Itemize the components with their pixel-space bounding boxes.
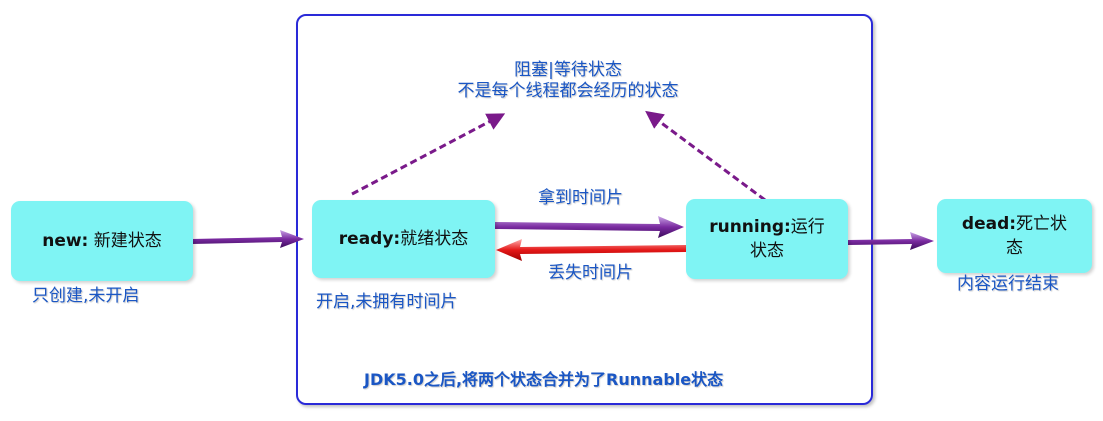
state-running-label-2: 状态 [750,241,784,261]
state-running-label-1: 运行 [790,217,825,237]
state-dead-label-2: 态 [1005,238,1023,258]
state-new-label: 新建状态 [93,231,162,251]
note-dead: 内容运行结束 [957,274,1059,294]
label-lose-slice: 丢失时间片 [548,263,633,283]
arrow-new-to-ready [192,230,304,248]
state-running-box: running:运行 状态 [686,199,848,279]
state-ready-box: ready:就绪状态 [312,200,495,278]
runnable-group-frame [296,14,873,405]
arrow-running-to-blocked [645,110,766,202]
arrow-ready-to-running [495,216,684,238]
state-dead-name: dead: [961,214,1017,234]
note-new: 只创建,未开启 [32,286,140,306]
state-dead-label-1: 死亡状 [1016,214,1068,234]
state-new-box: new: 新建状态 [11,201,193,281]
arrow-running-to-dead [848,232,934,250]
arrow-running-to-ready [496,239,686,261]
state-ready-label: 就绪状态 [400,229,469,249]
blocked-state-subtitle: 不是每个线程都会经历的状态 [457,81,679,101]
blocked-state-title: 阻塞|等待状态 [514,60,622,80]
label-get-slice: 拿到时间片 [538,188,623,208]
state-running-name: running: [709,217,791,237]
state-new-name: new: [42,231,89,251]
footer-note: JDK5.0之后,将两个状态合并为了Runnable状态 [364,370,724,389]
note-ready: 开启,未拥有时间片 [316,292,458,312]
state-dead-box: dead:死亡状 态 [937,199,1092,273]
blocked-state-label: 阻塞|等待状态 不是每个线程都会经历的状态 [422,60,714,102]
state-ready-name: ready: [338,229,401,249]
arrow-ready-to-blocked [351,113,506,196]
